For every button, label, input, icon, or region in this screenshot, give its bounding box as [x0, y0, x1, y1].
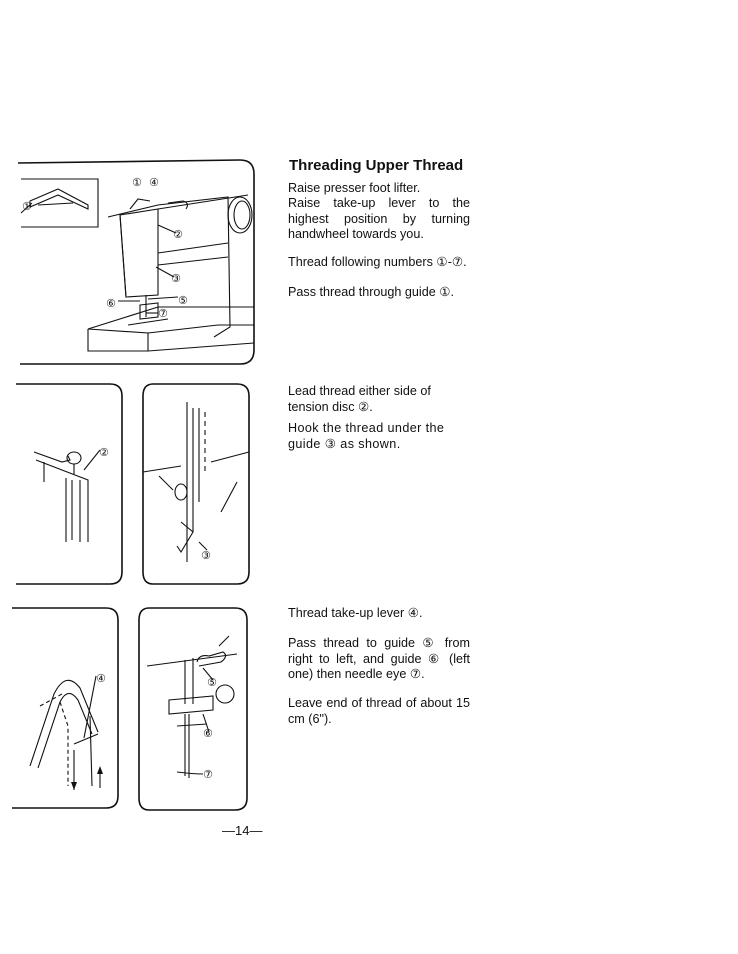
- page-number: —14—: [222, 823, 263, 838]
- label-guide-3-detail: ③: [201, 549, 211, 562]
- label-tension-2: ②: [173, 228, 183, 241]
- guide-3-drawing: ③: [142, 383, 250, 585]
- label-inset-1: ①: [22, 200, 32, 213]
- label-guide-5: ⑤: [178, 294, 188, 307]
- figure-tension-disc: ②: [14, 382, 126, 586]
- label-guide-6-detail: ⑥: [203, 727, 213, 740]
- step-raise-take-up-lever: Raise take-up lever to the highest posit…: [288, 196, 470, 241]
- step-leave-thread-end: Leave end of thread of about 15 cm (6").: [288, 696, 470, 726]
- label-tension-disc-2: ②: [99, 446, 109, 459]
- label-take-up-4: ④: [149, 176, 159, 189]
- step-guides-5-6-needle: Pass thread to guide ⑤ from right to lef…: [288, 636, 470, 681]
- label-needle-eye-7: ⑦: [203, 768, 213, 781]
- label-guide-5-detail: ⑤: [207, 676, 217, 689]
- step-take-up-lever: Thread take-up lever ④.: [288, 606, 423, 620]
- step-hook-guide-3: Hook the thread under the guide ③ as sho…: [288, 421, 445, 451]
- label-guide-1: ①: [132, 176, 142, 189]
- figure-guide-3: ③: [141, 382, 251, 586]
- machine-overview-drawing: ① ④ ② ③ ⑥ ⑤ ⑦ ①: [18, 159, 255, 365]
- figure-take-up-lever: ④: [10, 606, 122, 810]
- page-title: Threading Upper Thread: [289, 157, 464, 174]
- step-guide-1: Pass thread through guide ①.: [288, 285, 455, 299]
- label-guide-6: ⑥: [106, 297, 116, 310]
- label-take-up-4-detail: ④: [96, 672, 106, 685]
- figure-machine-overview: ① ④ ② ③ ⑥ ⑤ ⑦ ①: [18, 157, 256, 367]
- step-tension-disc: Lead thread either side of tension disc …: [288, 384, 431, 414]
- take-up-lever-drawing: ④: [12, 607, 119, 809]
- step-follow-numbers: Thread following numbers ①-⑦.: [288, 255, 467, 269]
- step-raise-presser-foot: Raise presser foot lifter.: [288, 181, 421, 195]
- label-guide-3: ③: [171, 272, 181, 285]
- tension-disc-drawing: ②: [16, 383, 123, 585]
- figure-needle-guides: ⑤ ⑥ ⑦: [137, 606, 249, 812]
- needle-guides-drawing: ⑤ ⑥ ⑦: [138, 607, 248, 811]
- label-needle-7: ⑦: [158, 307, 168, 320]
